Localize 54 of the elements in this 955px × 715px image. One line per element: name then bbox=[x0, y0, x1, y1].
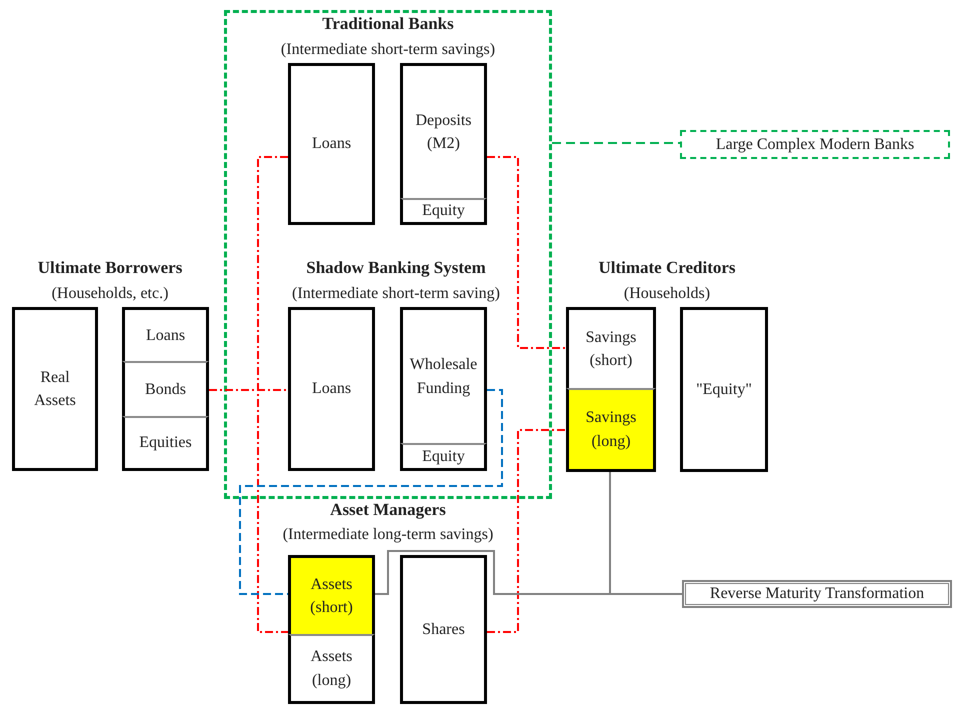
section-heading: Ultimate Borrowers bbox=[38, 258, 182, 278]
dashed-connector bbox=[257, 156, 288, 633]
cell-label: Loans bbox=[312, 379, 352, 400]
section-subtitle: (Intermediate short-term saving) bbox=[292, 285, 500, 303]
section-subtitle: (Households, etc.) bbox=[52, 285, 168, 303]
cell-label: Reverse Maturity Transformation bbox=[710, 584, 924, 604]
bank-group-box bbox=[224, 10, 552, 499]
cell-label: Loans bbox=[312, 134, 352, 154]
cell-label: Assets (long) bbox=[310, 647, 354, 690]
section-subtitle: (Households) bbox=[624, 285, 710, 303]
balance-sheet-cell bbox=[122, 307, 209, 361]
section-subtitle: (Intermediate short-term savings) bbox=[280, 41, 496, 59]
balance-sheet-cell bbox=[400, 63, 487, 198]
cell-label: Bonds bbox=[145, 380, 186, 400]
balance-sheet-cell bbox=[400, 198, 487, 225]
dashed-connector bbox=[487, 429, 566, 633]
cell-label: Assets (short) bbox=[309, 574, 354, 618]
balance-sheet-cell bbox=[566, 307, 656, 388]
section-subtitle: (Intermediate long-term savings) bbox=[282, 526, 494, 544]
dashed-connector bbox=[209, 389, 288, 391]
callout-box bbox=[682, 580, 952, 608]
section-heading: Ultimate Creditors bbox=[598, 258, 736, 278]
cell-label: Loans bbox=[146, 326, 186, 346]
cell-label: "Equity" bbox=[696, 380, 752, 400]
balance-sheet-cell bbox=[400, 307, 487, 443]
cell-label: Savings (short) bbox=[584, 328, 638, 371]
callout-box bbox=[680, 130, 950, 159]
balance-sheet-cell bbox=[400, 555, 487, 704]
cell-label: Shares bbox=[422, 620, 465, 640]
section-heading: Shadow Banking System bbox=[306, 258, 486, 278]
connector-line bbox=[375, 550, 682, 595]
balance-sheet-cell bbox=[288, 634, 375, 704]
cell-label: Large Complex Modern Banks bbox=[716, 134, 914, 155]
cell-label: Equities bbox=[139, 433, 192, 454]
balance-sheet-cell bbox=[12, 307, 98, 471]
balance-sheet-cell bbox=[566, 388, 656, 472]
balance-sheet-cell bbox=[122, 416, 209, 471]
cell-label: Real Assets bbox=[33, 368, 77, 411]
cell-label: Deposits (M2) bbox=[414, 110, 472, 154]
dashed-connector bbox=[487, 156, 566, 349]
balance-sheet-cell bbox=[288, 555, 375, 634]
balance-sheet-cell bbox=[680, 307, 768, 472]
section-heading: Asset Managers bbox=[330, 500, 446, 520]
dashed-connector bbox=[552, 142, 680, 144]
balance-sheet-cell bbox=[122, 361, 209, 416]
cell-label: Wholesale Funding bbox=[408, 355, 478, 398]
dashed-connector bbox=[239, 389, 503, 595]
section-heading: Traditional Banks bbox=[322, 14, 454, 34]
balance-sheet-cell bbox=[400, 443, 487, 471]
balance-sheet-cell bbox=[288, 63, 375, 225]
cell-label: Savings (long) bbox=[584, 408, 638, 452]
cell-label: Equity bbox=[422, 446, 465, 467]
balance-sheet-cell bbox=[288, 307, 375, 471]
cell-label: Equity bbox=[422, 201, 465, 222]
